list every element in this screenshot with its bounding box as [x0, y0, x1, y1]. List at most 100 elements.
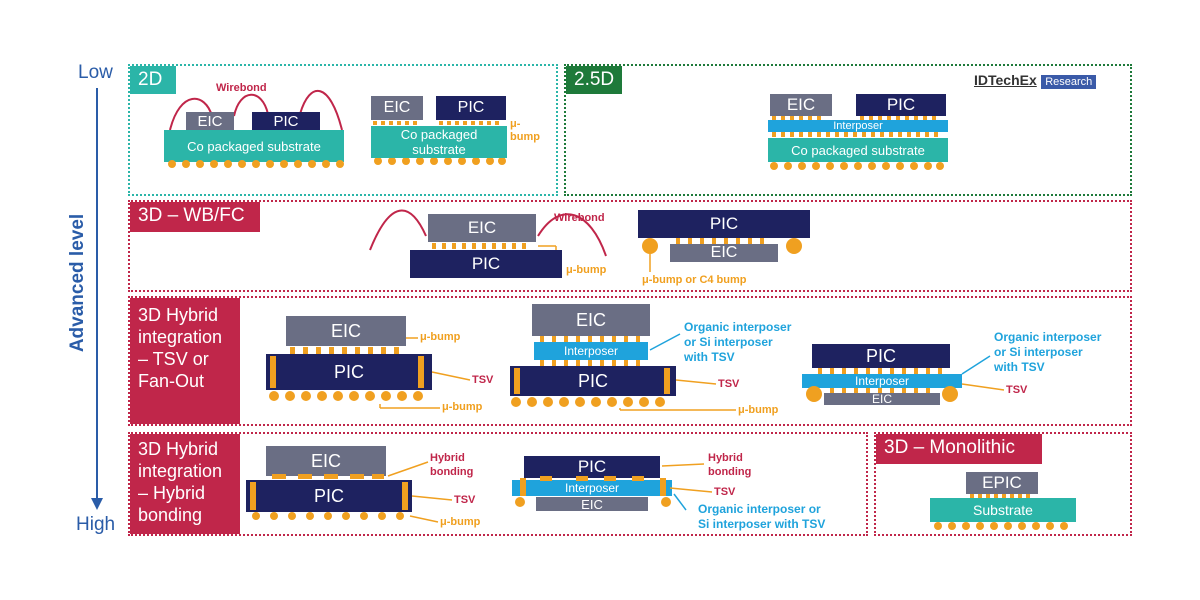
- panel-3d-hybrid-title-4: bonding: [138, 505, 203, 525]
- chip-eic: EIC: [186, 112, 234, 130]
- panel-3d-wbfc: [128, 200, 1132, 292]
- chip-pic-hb-a: PIC: [246, 480, 412, 512]
- panel-2d-title: 2D: [130, 66, 176, 94]
- wirebond-label: Wirebond: [216, 82, 267, 94]
- substrate-2-line-2: substrate: [412, 142, 466, 157]
- panel-3d-hybrid-title-1: 3D Hybrid: [138, 439, 219, 459]
- interposer-25d: Interposer: [768, 120, 948, 132]
- note-tsv-b-2: or Si interposer: [684, 335, 773, 349]
- note-hb-b-2: Si interposer with TSV: [698, 517, 826, 531]
- note-tsv-c-2: or Si interposer: [994, 345, 1083, 359]
- interposer-tsv-b: Interposer: [534, 342, 648, 360]
- chip-pic-tsv-a: PIC: [266, 354, 432, 390]
- chip-eic-tsv-c: EIC: [824, 392, 940, 406]
- tsv-via-hb-a-right: [402, 482, 408, 510]
- hybrid-bonding-b-2: bonding: [708, 466, 752, 478]
- substrate: Co packaged substrate: [164, 130, 344, 162]
- chip-eic-3d-wb: EIC: [428, 214, 536, 242]
- chip-eic-hb-b: EIC: [536, 497, 648, 512]
- ubump2-label-tsv-a: μ-bump: [442, 401, 483, 413]
- chip-pic: PIC: [252, 112, 320, 130]
- panel-3d-tsv-title: 3D Hybrid integration – TSV or Fan-Out: [130, 298, 240, 424]
- panel-3d-hybrid-title-2: integration: [138, 461, 223, 481]
- interposer-hb-b: Interposer: [512, 480, 672, 496]
- panel-3d-tsv: [128, 296, 1132, 426]
- c4-bump-label: μ-bump or C4 bump: [642, 274, 747, 286]
- chip-pic-tsv-b: PIC: [510, 366, 676, 396]
- note-tsv-b-1: Organic interposer: [684, 320, 792, 334]
- substrate-2-line-1: Co packaged: [400, 127, 478, 142]
- chip-eic-tsv-b: EIC: [532, 304, 650, 336]
- substrate-25d: Co packaged substrate: [768, 138, 948, 162]
- tsv-via-hb-a-left: [250, 482, 256, 510]
- ubump-label-2d-a: μ-: [510, 118, 521, 130]
- tsv-via-b-right: [664, 368, 670, 394]
- panel-3d-wbfc-title: 3D – WB/FC: [130, 202, 260, 232]
- brand-logo: IDTechEx Research: [974, 72, 1097, 90]
- axis-high-label: High: [76, 514, 116, 535]
- panel-25d-title: 2.5D: [566, 66, 622, 94]
- chip-pic-25d: PIC: [856, 94, 946, 116]
- substrate-mono: Substrate: [930, 498, 1076, 522]
- brand-name: IDTechEx: [974, 72, 1037, 88]
- chip-pic-2: PIC: [436, 96, 506, 120]
- tsv-label-hb-a: TSV: [454, 494, 476, 506]
- axis-low-label: Low: [78, 62, 113, 83]
- hybrid-bonding-b-1: Hybrid: [708, 452, 743, 464]
- ubump-label-tsv-a: μ-bump: [420, 331, 461, 343]
- interposer-tsv-c: Interposer: [802, 374, 962, 388]
- chip-pic-3d-fc: PIC: [638, 210, 810, 238]
- chip-pic-tsv-c: PIC: [812, 344, 950, 368]
- tsv-via-a-right: [418, 356, 424, 388]
- note-hb-b-1: Organic interposer or: [698, 502, 821, 516]
- panel-3d-monolithic: [874, 432, 1132, 536]
- panel-3d-tsv-title-1: 3D Hybrid: [138, 305, 219, 325]
- ubump-label-tsv-b: μ-bump: [738, 404, 779, 416]
- ubump-label-2d-b: bump: [510, 131, 540, 143]
- panel-25d: [564, 64, 1132, 196]
- tsv-via-a-left: [270, 356, 276, 388]
- note-tsv-c-1: Organic interposer: [994, 330, 1102, 344]
- substrate-2: Co packaged substrate: [371, 126, 507, 158]
- panel-3d-monolithic-title: 3D – Monolithic: [876, 434, 1042, 464]
- chip-eic-3d-fc: EIC: [670, 244, 778, 262]
- chip-eic-tsv-a: EIC: [286, 316, 406, 346]
- panel-2d: [128, 64, 558, 196]
- wirebond-label-3d: Wirebond: [554, 212, 605, 224]
- hybrid-bonding-a-1: Hybrid: [430, 452, 465, 464]
- chip-eic-2: EIC: [371, 96, 423, 120]
- note-tsv-c-3: with TSV: [994, 360, 1045, 374]
- chip-epic: EPIC: [966, 472, 1038, 494]
- ubump-label-3d-wb: μ-bump: [566, 264, 607, 276]
- chip-pic-hb-b: PIC: [524, 456, 660, 478]
- ubump-label-hb-a: μ-bump: [440, 516, 481, 528]
- note-tsv-b-3: with TSV: [684, 350, 735, 364]
- tsv-label-c: TSV: [1006, 384, 1028, 396]
- panel-3d-hybrid: [128, 432, 868, 536]
- brand-tag: Research: [1041, 75, 1097, 89]
- panel-3d-hybrid-title-3: – Hybrid: [138, 483, 206, 503]
- tsv-label-b: TSV: [718, 378, 740, 390]
- hybrid-bonding-a-2: bonding: [430, 466, 474, 478]
- tsv-via-b-left: [514, 368, 520, 394]
- chip-eic-hb-a: EIC: [266, 446, 386, 476]
- chip-eic-25d: EIC: [770, 94, 832, 116]
- chip-pic-3d-wb: PIC: [410, 250, 562, 278]
- panel-3d-hybrid-title: 3D Hybrid integration – Hybrid bonding: [130, 434, 240, 534]
- panel-3d-tsv-title-3: – TSV or: [138, 349, 209, 369]
- tsv-label-a: TSV: [472, 374, 494, 386]
- tsv-label-hb-b: TSV: [714, 486, 736, 498]
